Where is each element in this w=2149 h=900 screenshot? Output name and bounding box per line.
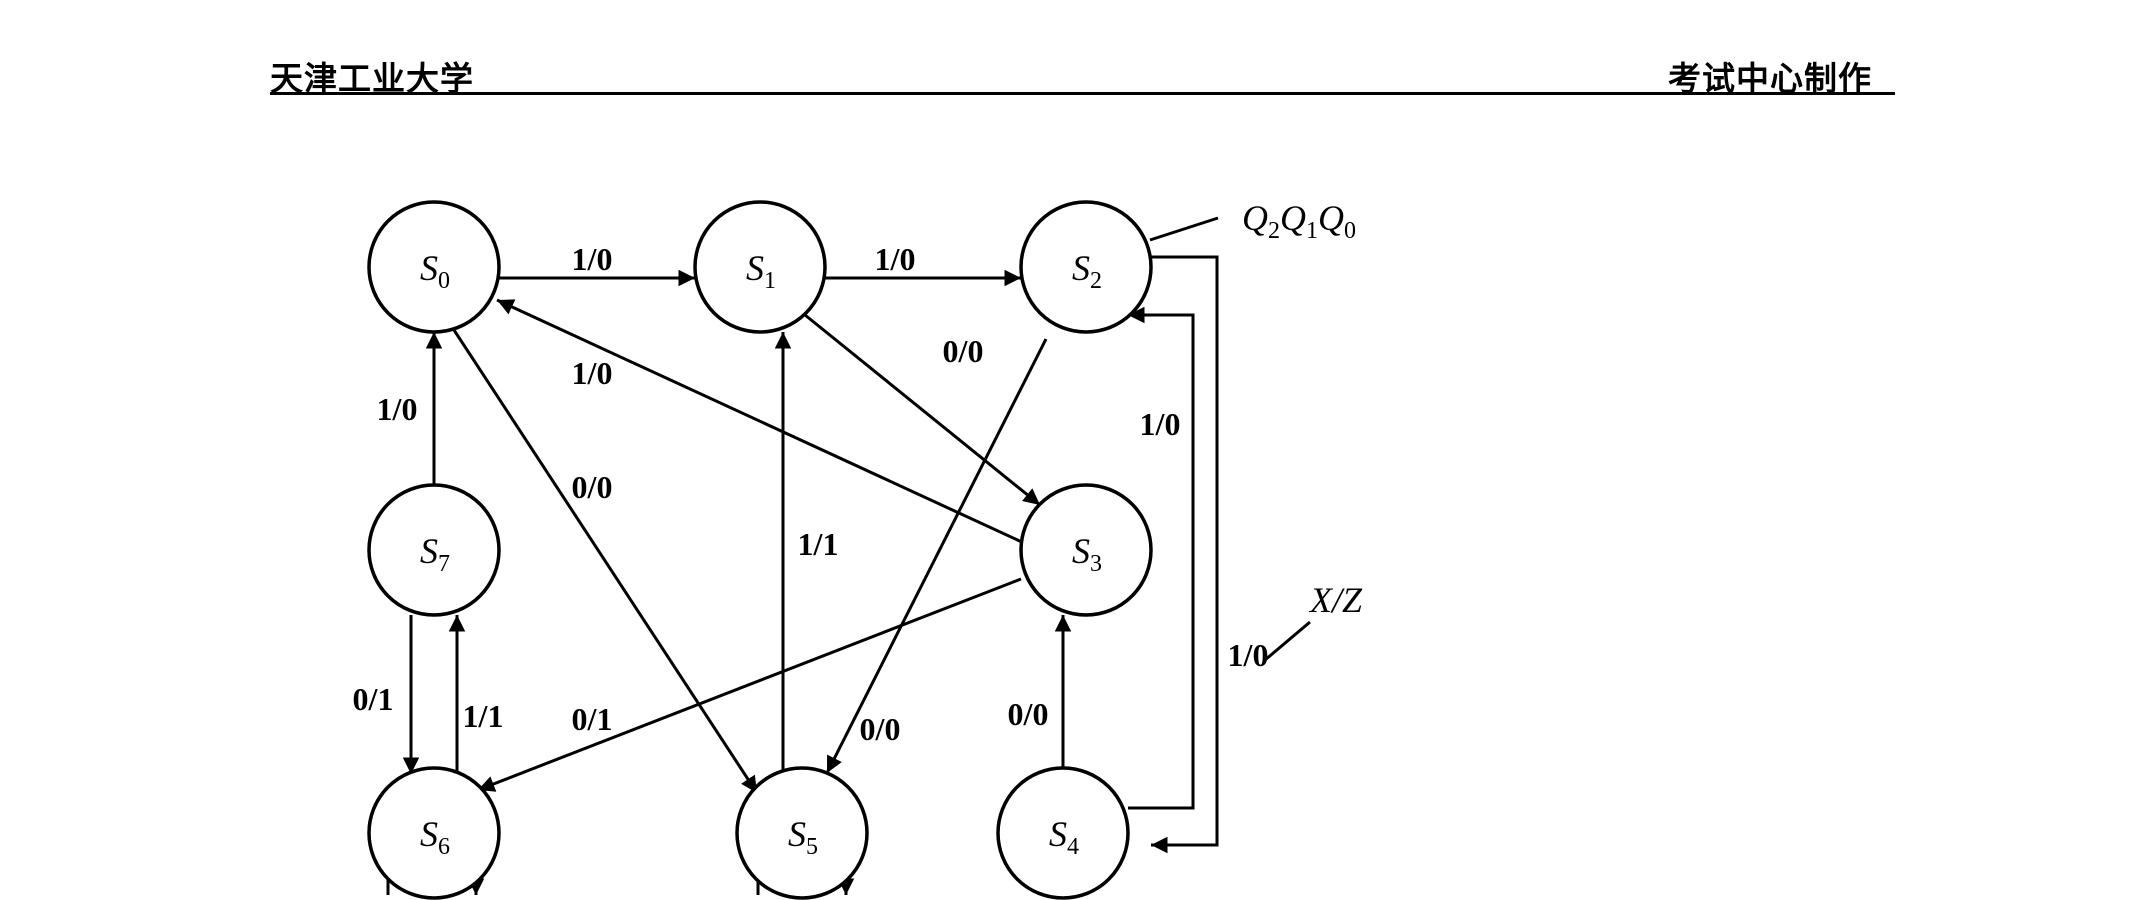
state-circle-s7 <box>367 483 501 617</box>
state-label-s0: S0 <box>420 248 450 294</box>
state-s3: S3 <box>1019 483 1153 617</box>
state-label-s1: S1 <box>746 248 776 294</box>
edge-label-s2-to-s4: 1/0 <box>1228 637 1269 673</box>
edge-s4-to-s2 <box>1128 306 1195 810</box>
state-circle-s3 <box>1019 483 1153 617</box>
edge-label-s0-to-s1: 1/0 <box>572 241 613 277</box>
edge-s2-to-s5 <box>825 338 1048 774</box>
edge-label-s3-to-s0: 1/0 <box>572 355 613 391</box>
state-circle-s2 <box>1019 200 1153 334</box>
state-label-s5: S5 <box>788 814 818 860</box>
transition-edges <box>386 255 1219 895</box>
state-s1: S1 <box>693 200 827 334</box>
edge-label-s4-to-s3: 0/0 <box>1008 696 1049 732</box>
edge-label-s7-to-s0: 1/0 <box>377 391 418 427</box>
state-s0: S0 <box>367 200 501 334</box>
edge-label-s3-to-s6: 0/1 <box>572 701 613 737</box>
state-s6: S6 <box>367 766 501 900</box>
transition-labels: 1/0 1/0 0/0 1/0 0/0 1/0 1/1 0/0 0/1 0/1 1/1 0/0 1/0 1… <box>353 241 1269 747</box>
state-circle-s6 <box>367 766 501 900</box>
edge-s2-to-s4 <box>1151 255 1219 854</box>
edge-label-s0-to-s5: 0/0 <box>572 469 613 505</box>
state-s4: S4 <box>996 766 1130 900</box>
state-key-label: Q2Q1Q0 <box>1242 198 1356 244</box>
state-circle-s5 <box>735 766 869 900</box>
state-circle-s4 <box>996 766 1130 900</box>
edge-s3-to-s0 <box>496 298 1025 545</box>
edge-label-s7-to-s6: 0/1 <box>353 681 394 717</box>
state-label-s6: S6 <box>420 814 450 860</box>
state-key-pointer <box>1149 216 1219 242</box>
header-rule <box>270 92 1895 95</box>
edge-label-s2-to-s5: 0/0 <box>860 711 901 747</box>
state-s2: S2 <box>1019 200 1153 334</box>
edge-s0-to-s5 <box>452 329 759 794</box>
edge-label-s5-to-s1: 1/1 <box>798 526 839 562</box>
edge-label-s1-to-s2: 1/0 <box>875 241 916 277</box>
header-left-title: 天津工业大学 <box>270 59 474 98</box>
edge-label-s1-to-s3: 0/0 <box>943 333 984 369</box>
state-label-s7: S7 <box>420 531 450 577</box>
edge-label-s6-to-s7: 1/1 <box>463 698 504 734</box>
edge-label-s4-to-s2: 1/0 <box>1140 406 1181 442</box>
state-s5: S5 <box>735 766 869 900</box>
state-s7: S7 <box>367 483 501 617</box>
header-right-title: 考试中心制作 <box>1668 59 1872 98</box>
edge-s3-to-s6 <box>477 577 1022 792</box>
state-circle-s0 <box>367 200 501 334</box>
state-circle-s1 <box>693 200 827 334</box>
state-label-s2: S2 <box>1072 248 1102 294</box>
state-label-s3: S3 <box>1072 531 1102 577</box>
state-label-s4: S4 <box>1049 814 1079 860</box>
edge-key-label: X/Z <box>1308 580 1363 620</box>
edge-key-pointer <box>1264 620 1311 662</box>
edge-s1-to-s3 <box>804 313 1041 507</box>
